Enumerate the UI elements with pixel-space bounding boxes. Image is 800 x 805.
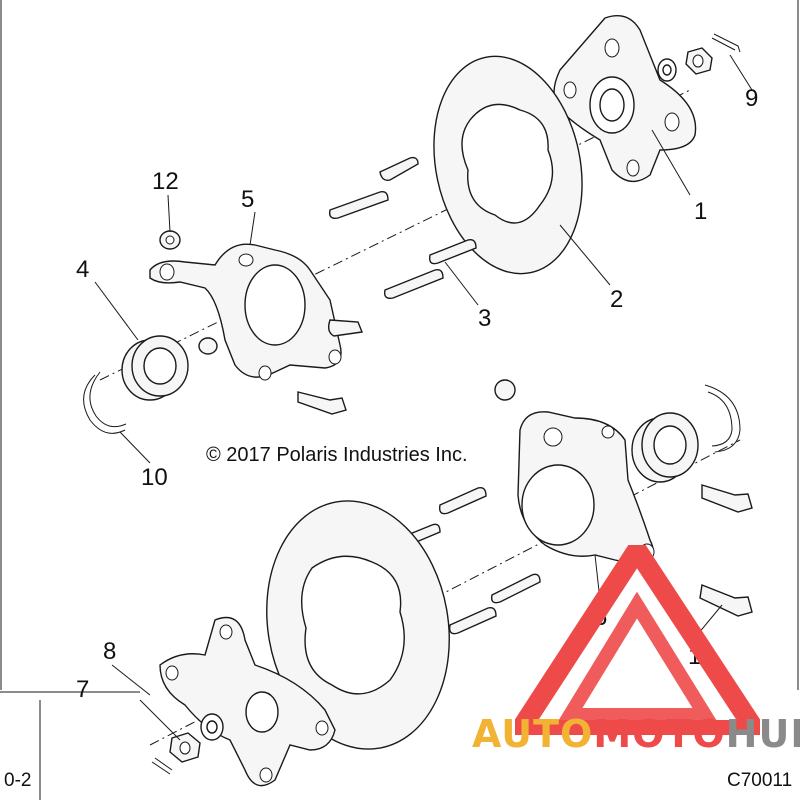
callout-7: 7 xyxy=(76,676,90,703)
snap-ring-lower xyxy=(704,384,741,453)
snap-ring-10 xyxy=(83,374,126,434)
cotter-pin-lower xyxy=(151,757,173,775)
brake-disc-lower xyxy=(266,500,450,750)
callout-3: 3 xyxy=(478,305,492,332)
bearing-4 xyxy=(121,335,189,401)
callout-5: 5 xyxy=(241,186,255,213)
bolt-lower-a xyxy=(701,484,753,513)
watermark-hub: HUB xyxy=(725,712,800,756)
upper-axis-line xyxy=(99,89,691,381)
knuckle-5 xyxy=(149,243,342,381)
page-ref-left: 0-2 xyxy=(4,770,32,791)
cotter-pin-9 xyxy=(711,33,741,53)
washer-8-hole xyxy=(206,720,218,734)
brake-disc-2 xyxy=(433,55,583,275)
snap-ring-10-inner xyxy=(89,371,127,428)
diagram-code: C70011 xyxy=(727,770,793,791)
wheel-studs-upper xyxy=(328,156,477,300)
bolt-upper-b xyxy=(297,391,347,415)
watermark-moto: MOTO xyxy=(593,712,726,756)
hub-1 xyxy=(553,15,697,183)
callout-9: 9 xyxy=(745,85,759,112)
knuckle-6 xyxy=(517,411,655,566)
castle-nut-upper-hole xyxy=(692,54,704,68)
watermark-triangle-logo xyxy=(515,545,760,735)
bearing-lower xyxy=(631,412,699,483)
nut-lower-top xyxy=(494,379,516,401)
callout-8: 8 xyxy=(103,638,117,665)
copyright-notice: © 2017 Polaris Industries Inc. xyxy=(206,444,468,466)
watermark-text: AUTOMOTOHUB xyxy=(472,712,800,756)
nut-upper-small xyxy=(198,337,218,355)
snap-ring-lower-inner xyxy=(707,391,733,447)
nut-12-hole xyxy=(165,235,175,245)
castle-nut-7-hole xyxy=(179,741,191,755)
hub-lower xyxy=(159,616,336,787)
callout-1: 1 xyxy=(694,198,708,225)
washer-upper-hole xyxy=(662,64,672,76)
callout-2: 2 xyxy=(610,286,624,313)
leader-lines xyxy=(94,54,753,741)
callout-10: 10 xyxy=(141,464,168,491)
bolt-upper-a xyxy=(327,319,363,337)
watermark-auto: AUTO xyxy=(472,712,594,756)
callout-12: 12 xyxy=(152,168,179,195)
callout-4: 4 xyxy=(76,256,90,283)
bolt-11 xyxy=(699,584,753,617)
